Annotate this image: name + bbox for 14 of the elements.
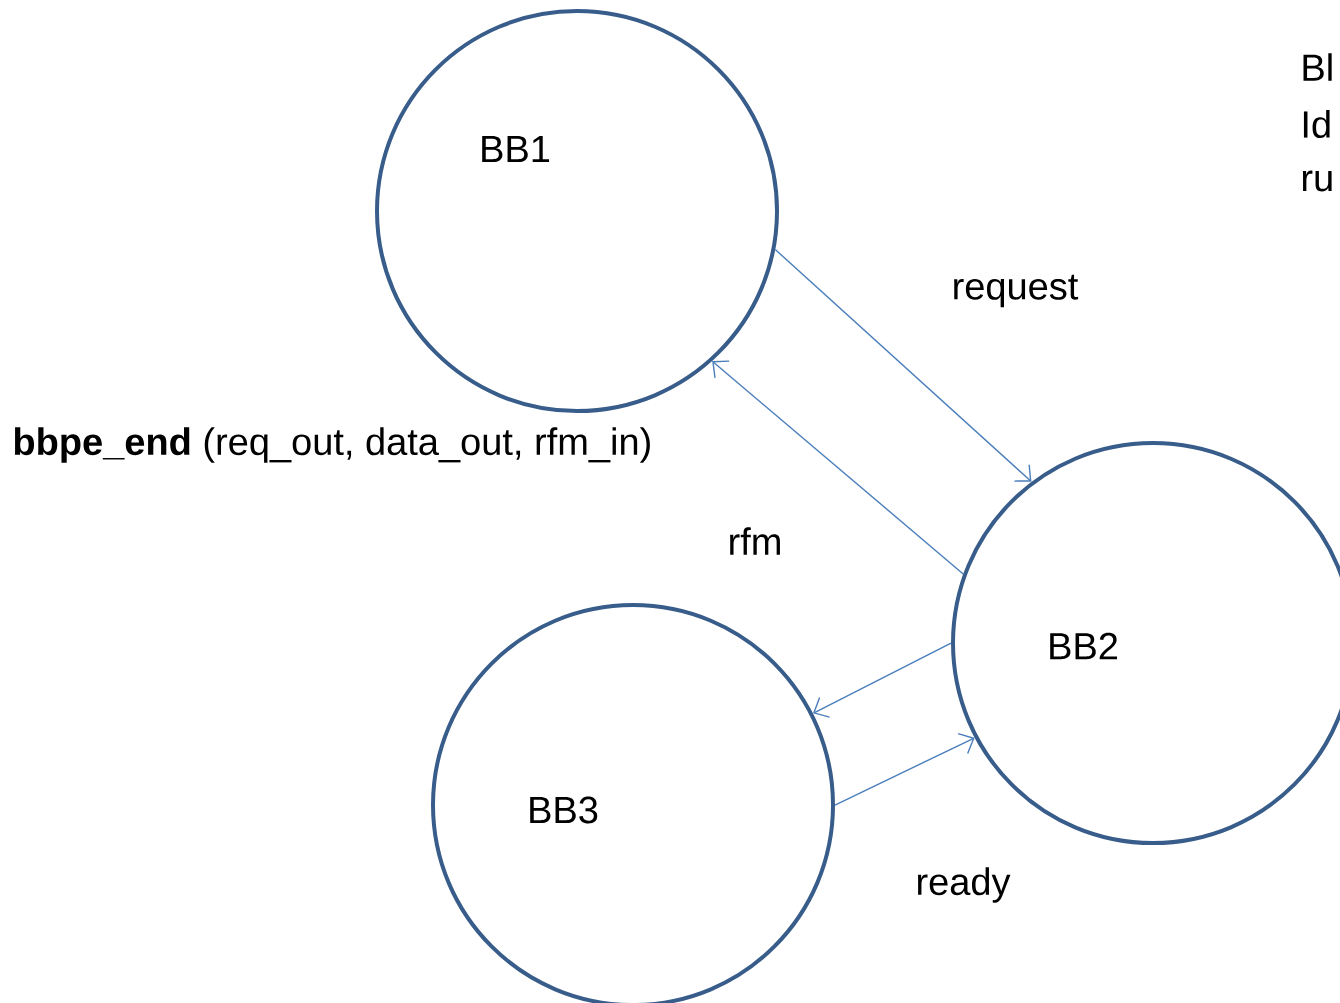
node-label: BB1 (482, 135, 550, 163)
text-label: bbpe_end (req_out, data_out, rfm_in) (14, 427, 650, 463)
edge-label: request (949, 272, 1081, 310)
text-label: Id (1303, 110, 1330, 138)
arrow (712, 360, 964, 575)
arrow (834, 732, 975, 806)
text-label: ru (1302, 170, 1332, 192)
edge-label: rfm (725, 525, 785, 557)
arrow (813, 642, 952, 718)
arrow (774, 248, 1032, 482)
node-label: BB3 (530, 796, 598, 824)
node-label: BB2 (1050, 632, 1117, 660)
text-label: Bl (1303, 53, 1332, 81)
edge-label: ready (913, 865, 1013, 905)
